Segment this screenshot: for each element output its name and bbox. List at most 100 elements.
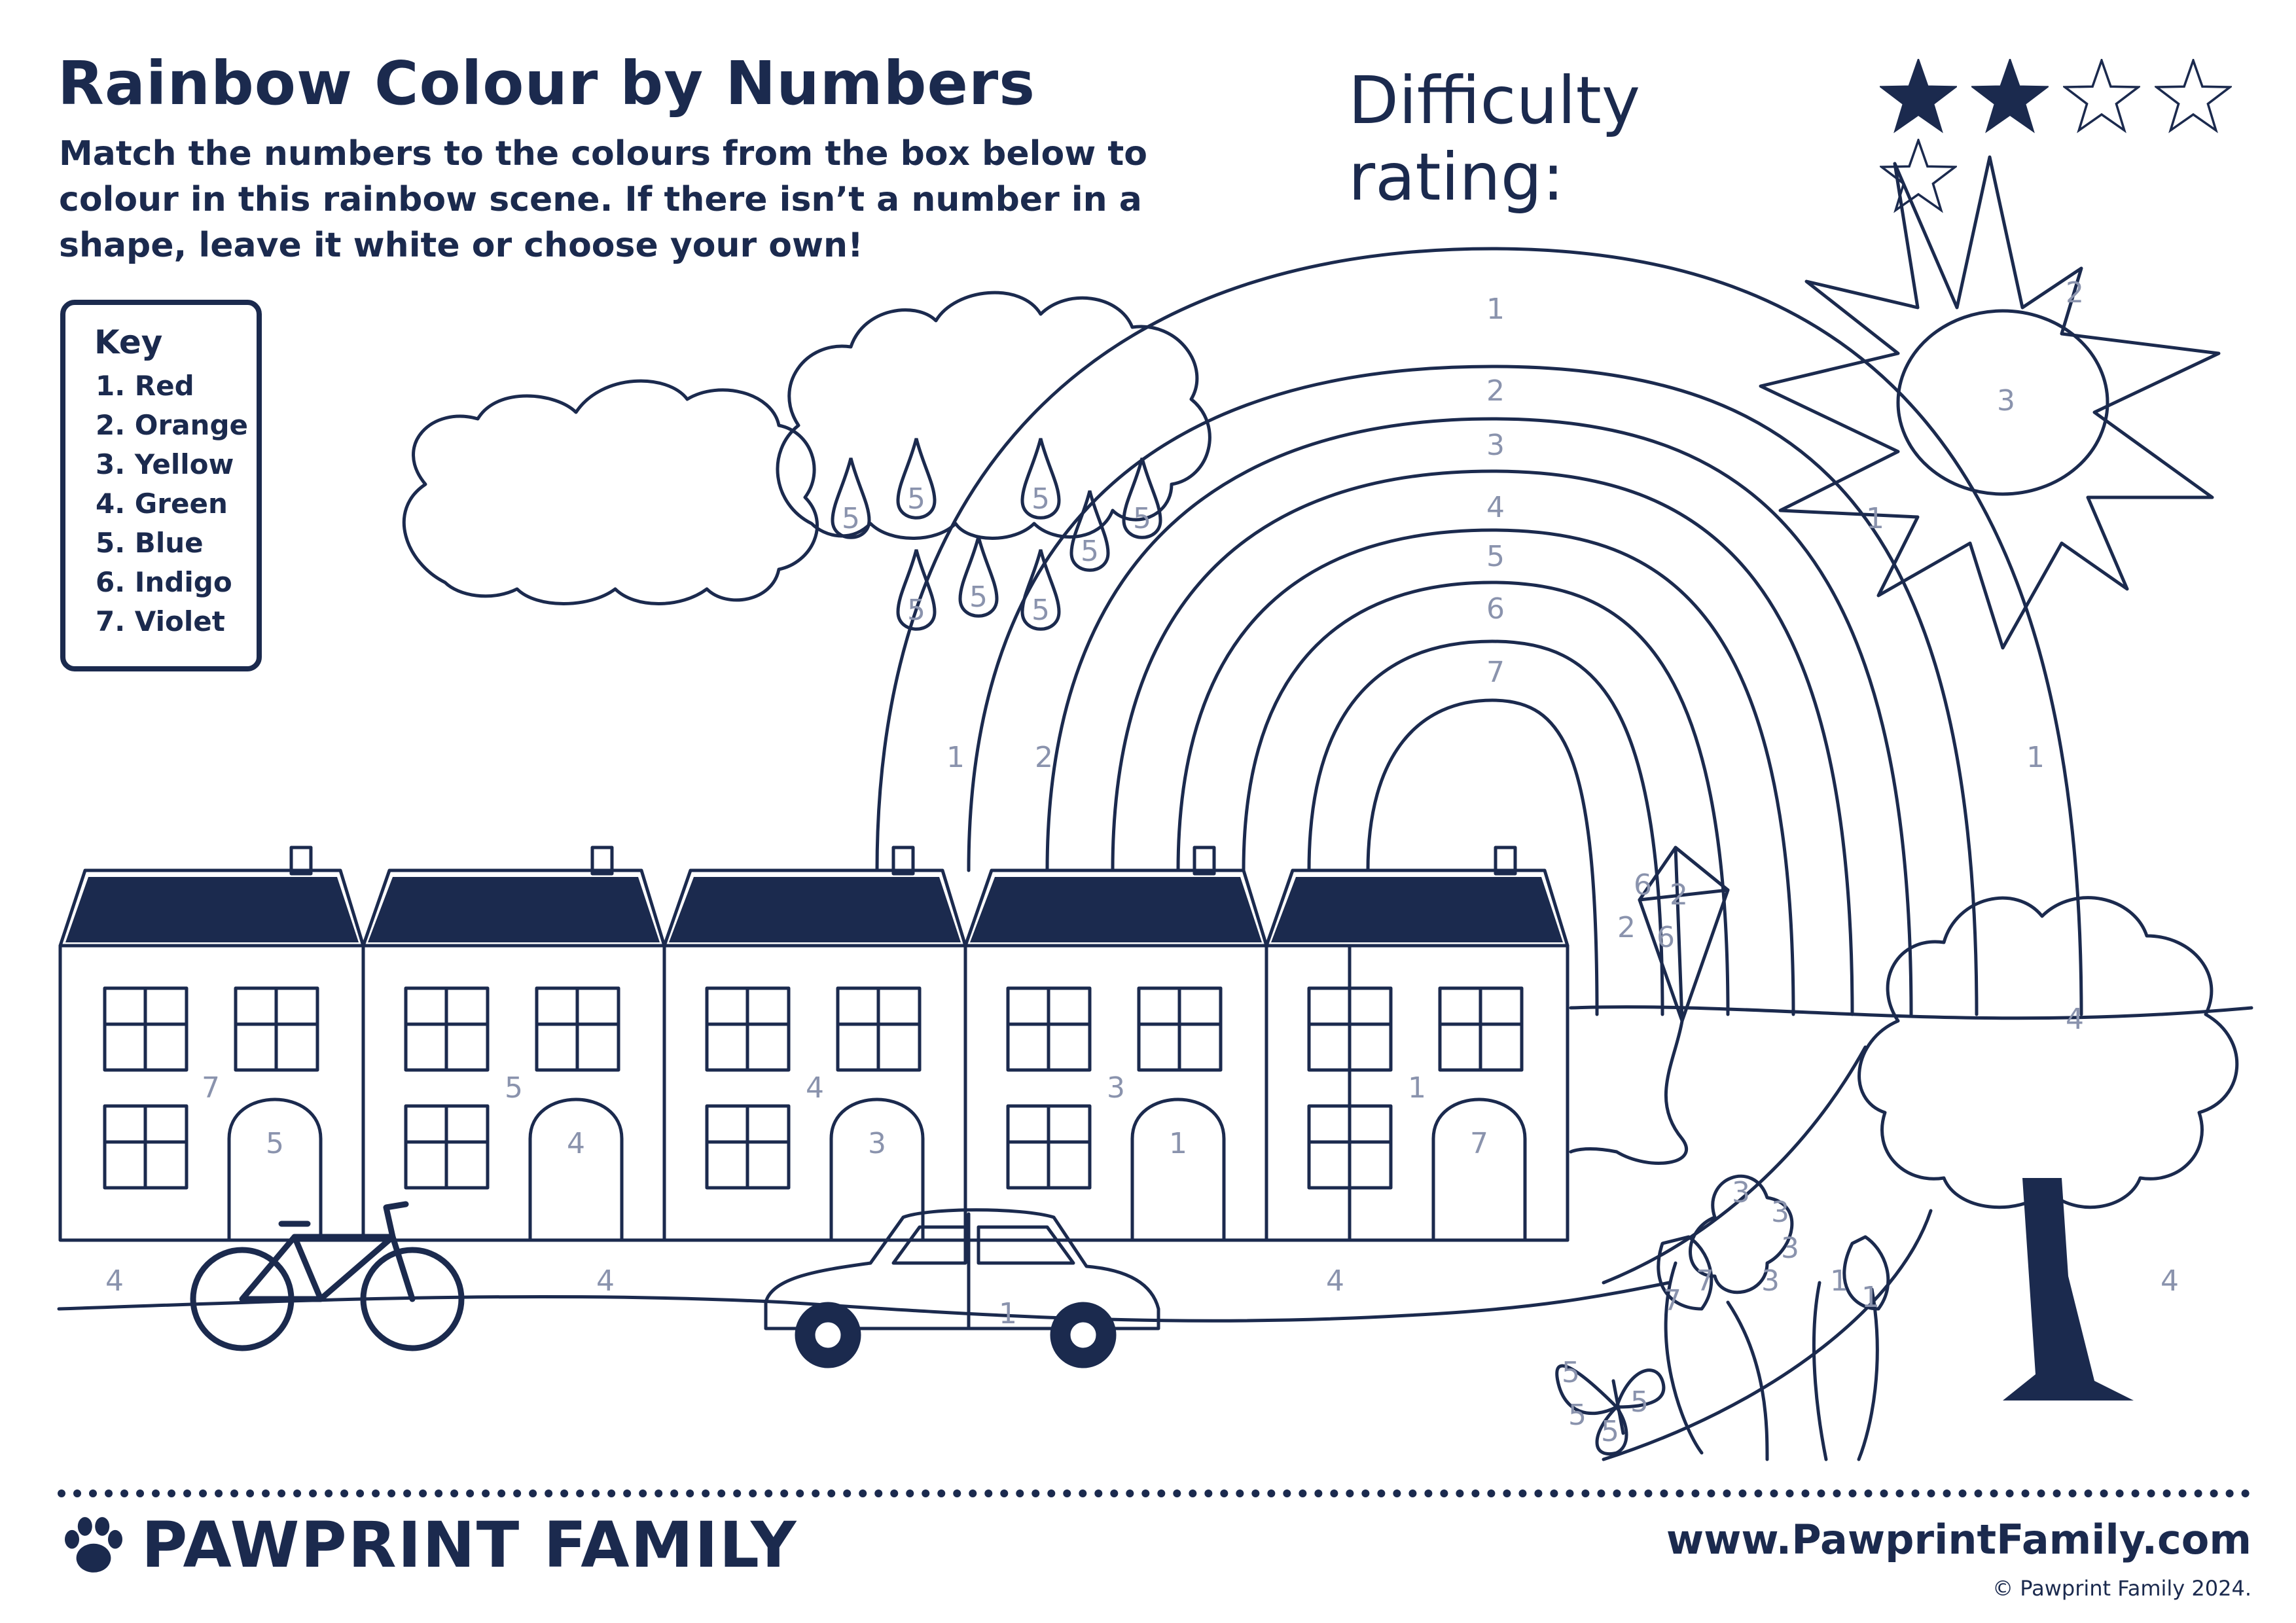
windows [103,986,1524,1190]
raindrop [1122,457,1162,539]
grass-number: 4 [2161,1264,2179,1298]
key-item: 6. Indigo [96,566,232,598]
sun [1759,155,2221,650]
paw-icon [65,1517,122,1573]
raindrop [896,549,937,631]
butterfly-number: 5 [1630,1385,1649,1419]
instructions-text: Match the numbers to the colours from th… [59,134,1147,265]
door-number: 5 [266,1127,284,1160]
flower-number: 3 [1771,1196,1789,1229]
copyright-text: © Pawprint Family 2024. [1992,1576,2251,1601]
raindrop-number: 5 [1081,535,1099,568]
key-title: Key [94,323,163,361]
flowers [1657,1174,1890,1461]
key-item: 4. Green [96,488,228,520]
key-item: 1. Red [96,370,194,402]
flower-number: 1 [1830,1264,1848,1298]
door-number: 3 [868,1127,886,1160]
star-filled-icon [1878,56,1958,134]
grass-number: 4 [596,1264,615,1298]
kite-number: 6 [1634,868,1652,902]
sun-ray-number: 1 [1866,502,1884,535]
rainbow-band-number: 5 [1486,540,1505,573]
raindrop [1020,438,1061,520]
brand-name: PAWPRINT FAMILY [141,1508,798,1582]
page-title: Rainbow Colour by Numbers [58,48,1035,118]
raindrop [958,536,999,618]
website-link[interactable]: www.PawprintFamily.com [1666,1516,2251,1563]
difficulty-stars [1865,56,2296,219]
difficulty-rating: Difficulty rating: [1348,56,2296,219]
raindrop [831,457,871,539]
flower-number: 3 [1732,1176,1750,1209]
grass-number: 4 [1326,1264,1344,1298]
rainbow-band-number: 4 [1486,491,1505,524]
key-item: 5. Blue [96,527,204,559]
flower-number: 7 [1696,1264,1714,1298]
raindrop-number: 5 [969,580,988,614]
flower-number: 3 [1761,1264,1780,1298]
tree-number: 4 [2066,1003,2084,1036]
rainbow-band-number: 1 [1486,293,1505,326]
cloud [776,291,1211,540]
difficulty-label: Difficulty rating: [1348,62,1640,215]
hill-line [1569,1005,2253,1020]
raindrop [1069,490,1110,572]
house-wall-number: 7 [202,1071,220,1105]
raindrop-number: 5 [1031,482,1050,516]
key-item: 7. Violet [96,605,225,637]
sun-ray-number: 2 [2066,276,2084,310]
house-wall-number: 1 [1408,1071,1426,1105]
butterfly-number: 5 [1601,1415,1619,1448]
ground-line [57,1281,1671,1323]
rainbow-band-number: 1 [2026,741,2045,774]
star-filled-icon [1969,56,2050,134]
kite-number: 6 [1657,921,1675,954]
door-number: 4 [567,1127,585,1160]
bicycle [190,1201,465,1351]
colour-numbers: 1 2 3 4 5 6 7 1 2 1 2 3 1 7 5 4 3 1 5 4 … [105,276,2179,1448]
raindrop [896,438,937,520]
house-wall-number: 3 [1107,1071,1125,1105]
key-item: 3. Yellow [96,448,234,480]
star-empty-icon [2061,56,2142,134]
butterfly-number: 5 [1568,1399,1587,1432]
path-edge [1602,1209,1933,1461]
key-list: 1. Red 2. Orange 3. Yellow 4. Green 5. B… [94,366,257,641]
colour-key: Key 1. Red 2. Orange 3. Yellow 4. Green … [60,300,262,671]
house-wall-number: 4 [806,1071,824,1105]
footer-divider [58,1489,2250,1497]
house-wall-number: 5 [505,1071,523,1105]
raindrop-number: 5 [842,502,860,535]
tree [1857,896,2239,1400]
star-empty-icon [2153,56,2233,134]
kite [1569,846,1730,1165]
kite-number: 2 [1670,878,1688,912]
rainbow-band-number: 6 [1486,592,1505,626]
raindrop [1020,549,1061,631]
door-number: 7 [1470,1127,1488,1160]
rainbow-band-number: 1 [946,741,965,774]
rainbow-band-number: 2 [1486,374,1505,408]
rainbow-band-number: 3 [1486,429,1505,462]
terrace-houses [58,846,1570,1242]
door-number: 1 [1169,1127,1187,1160]
sun-centre-number: 3 [1997,384,2015,418]
key-item: 2. Orange [96,409,249,441]
butterfly-number: 5 [1562,1356,1580,1389]
raindrop-number: 5 [907,594,925,627]
path-edge [1602,1045,1867,1285]
doors [227,1097,1527,1242]
car [764,1208,1160,1368]
flower-number: 3 [1781,1232,1799,1265]
grass-number: 4 [105,1264,124,1298]
cloud [402,379,819,605]
raindrop-number: 5 [1133,502,1151,535]
car-number: 1 [999,1297,1017,1330]
flower-number: 1 [1861,1281,1880,1314]
rainbow-band-number: 7 [1486,656,1505,689]
raindrop-number: 5 [907,482,925,516]
flower-number: 7 [1663,1284,1681,1317]
